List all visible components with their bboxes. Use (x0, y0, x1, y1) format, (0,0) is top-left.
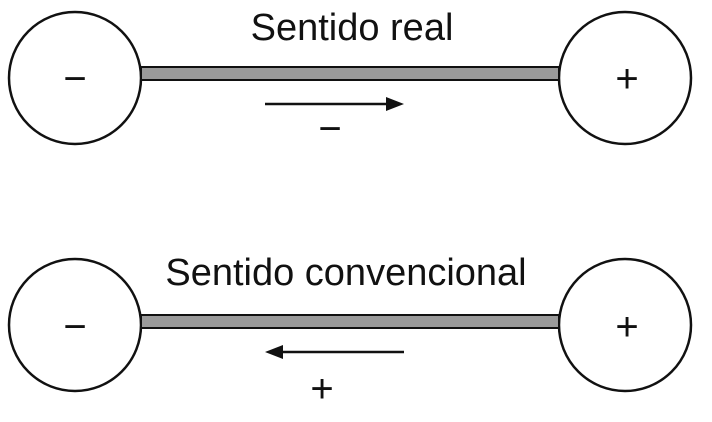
carrier-sign: − (318, 107, 341, 151)
current-arrow-right-icon (265, 97, 404, 111)
carrier-sign: + (310, 367, 333, 411)
panel-real-title: Sentido real (251, 7, 454, 49)
positive-terminal-sign: + (615, 57, 638, 101)
current-arrow-left-icon (265, 345, 404, 359)
panel-conventional-title: Sentido convencional (165, 252, 526, 294)
negative-terminal-sign: − (63, 57, 86, 101)
wire (140, 66, 560, 81)
positive-terminal-sign: + (615, 305, 638, 349)
negative-terminal-sign: − (63, 305, 86, 349)
wire (140, 314, 560, 329)
panel-real: Sentido real − + − (7, 7, 693, 151)
panel-conventional: Sentido convencional − + + (7, 252, 693, 411)
